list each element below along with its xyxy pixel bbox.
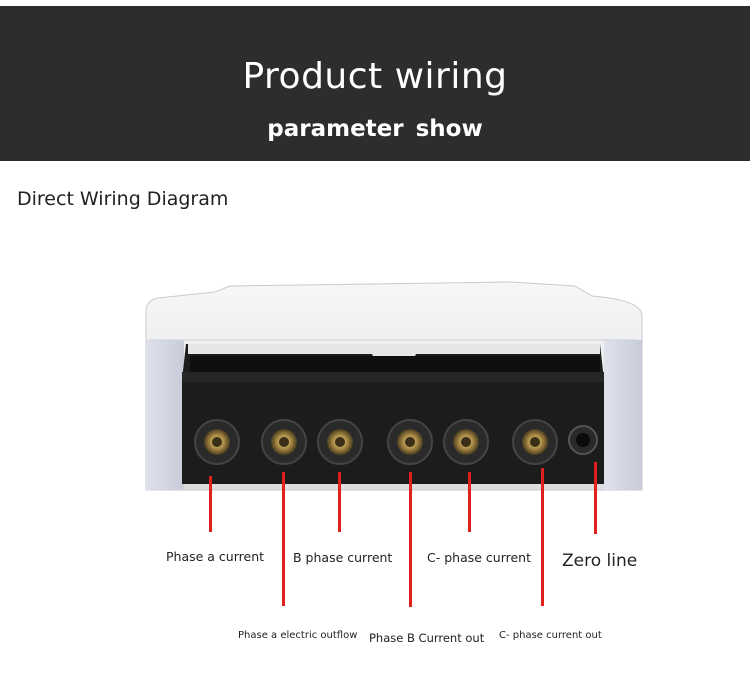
terminal-4 — [387, 419, 433, 465]
banner-title: Product wiring — [242, 56, 508, 97]
housing-left-side — [146, 340, 184, 490]
banner-subtitle: parameter show — [267, 116, 483, 142]
label-phase-b-current-out: Phase B Current out — [369, 631, 485, 645]
wire-phase-b-out — [409, 472, 412, 607]
wire-zero-line — [594, 462, 597, 534]
wire-c-phase-current — [468, 472, 471, 532]
wire-phase-a-outflow — [282, 472, 285, 606]
terminal-2 — [261, 419, 307, 465]
label-phase-a-current: Phase a current — [166, 549, 265, 564]
wire-c-phase-out — [541, 468, 544, 606]
wire-b-phase-current — [338, 472, 341, 532]
label-b-phase-current: B phase current — [293, 550, 393, 565]
label-phase-a-outflow: Phase a electric outflow — [238, 630, 358, 641]
terminal-zero — [568, 425, 598, 455]
terminal-3 — [317, 419, 363, 465]
terminal-6 — [512, 419, 558, 465]
terminal-5 — [443, 419, 489, 465]
terminal-1 — [194, 419, 240, 465]
wire-phase-a-current — [209, 476, 212, 532]
header-banner: Product wiring parameter show — [0, 6, 750, 161]
housing-right-side — [604, 340, 642, 490]
label-c-phase-current: C- phase current — [427, 550, 531, 565]
section-heading: Direct Wiring Diagram — [17, 188, 229, 210]
label-zero-line: Zero line — [562, 551, 638, 571]
label-c-phase-current-out: C- phase current out — [499, 630, 602, 641]
